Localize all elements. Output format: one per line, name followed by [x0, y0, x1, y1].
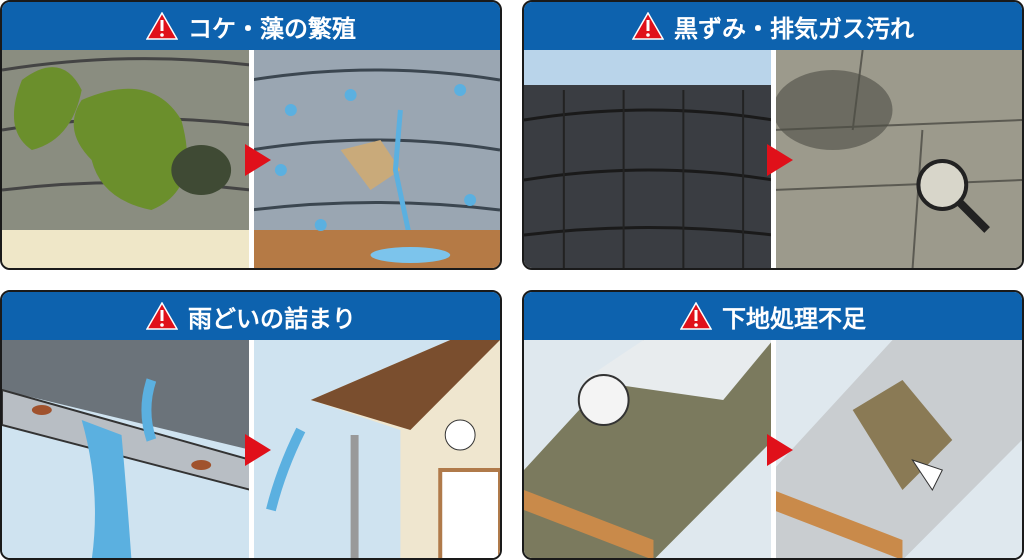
warning-icon	[679, 301, 713, 330]
panel-poor-surface-prep: 下地処理不足	[522, 290, 1024, 560]
warning-icon	[145, 11, 179, 40]
moss-roof-illustration	[2, 50, 251, 268]
panel-title: コケ・藻の繁殖	[188, 14, 356, 43]
arrow-right-icon	[767, 434, 793, 466]
panel-header: 雨どいの詰まり	[2, 292, 500, 340]
panel-title: 下地処理不足	[722, 304, 866, 333]
arrow-right-icon	[245, 144, 271, 176]
coating-roll-illustration	[524, 340, 773, 558]
panel-header: コケ・藻の繁殖	[2, 2, 500, 50]
warning-icon	[631, 11, 665, 40]
panel-title: 雨どいの詰まり	[188, 304, 356, 333]
warning-icon	[145, 301, 179, 330]
panel-header: 黒ずみ・排気ガス汚れ	[524, 2, 1022, 50]
leak-crack-illustration	[251, 50, 500, 268]
panel-gutter-clog: 雨どいの詰まり	[0, 290, 502, 560]
panel-moss-algae: コケ・藻の繁殖	[0, 0, 502, 270]
arrow-right-icon	[767, 144, 793, 176]
dark-tile-roof-illustration	[524, 50, 773, 268]
panel-title: 黒ずみ・排気ガス汚れ	[674, 14, 914, 43]
clogged-gutter-illustration	[2, 340, 251, 558]
overflow-wall-stain-illustration	[251, 340, 500, 558]
arrow-right-icon	[245, 434, 271, 466]
stained-wall-magnifier-illustration	[773, 50, 1022, 268]
peeling-coating-illustration	[773, 340, 1022, 558]
panel-header: 下地処理不足	[524, 292, 1022, 340]
panel-black-stains: 黒ずみ・排気ガス汚れ	[522, 0, 1024, 270]
